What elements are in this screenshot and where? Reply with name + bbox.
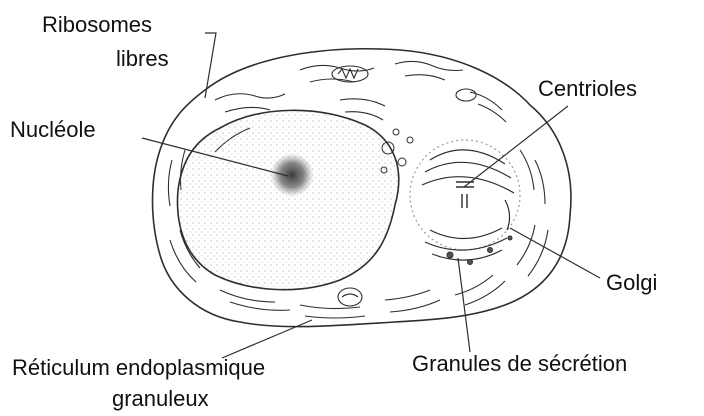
label-granules: Granules de sécrétion (412, 351, 627, 377)
label-nucleole: Nucléole (10, 117, 96, 143)
nucleus (177, 110, 398, 289)
leader-golgi (510, 228, 600, 278)
label-golgi: Golgi (606, 270, 657, 296)
nucleolus (270, 153, 314, 197)
leader-ribosomes (205, 33, 216, 98)
label-reticulum-line2: granuleux (112, 386, 209, 412)
golgi-apparatus (410, 140, 520, 260)
label-reticulum-line1: Réticulum endoplasmique (12, 355, 265, 381)
leader-centrioles (464, 106, 568, 187)
leader-granules (458, 258, 470, 352)
label-ribosomes-line1: Ribosomes (42, 12, 152, 38)
label-centrioles: Centrioles (538, 76, 637, 102)
label-ribosomes-line2: libres (116, 46, 169, 72)
